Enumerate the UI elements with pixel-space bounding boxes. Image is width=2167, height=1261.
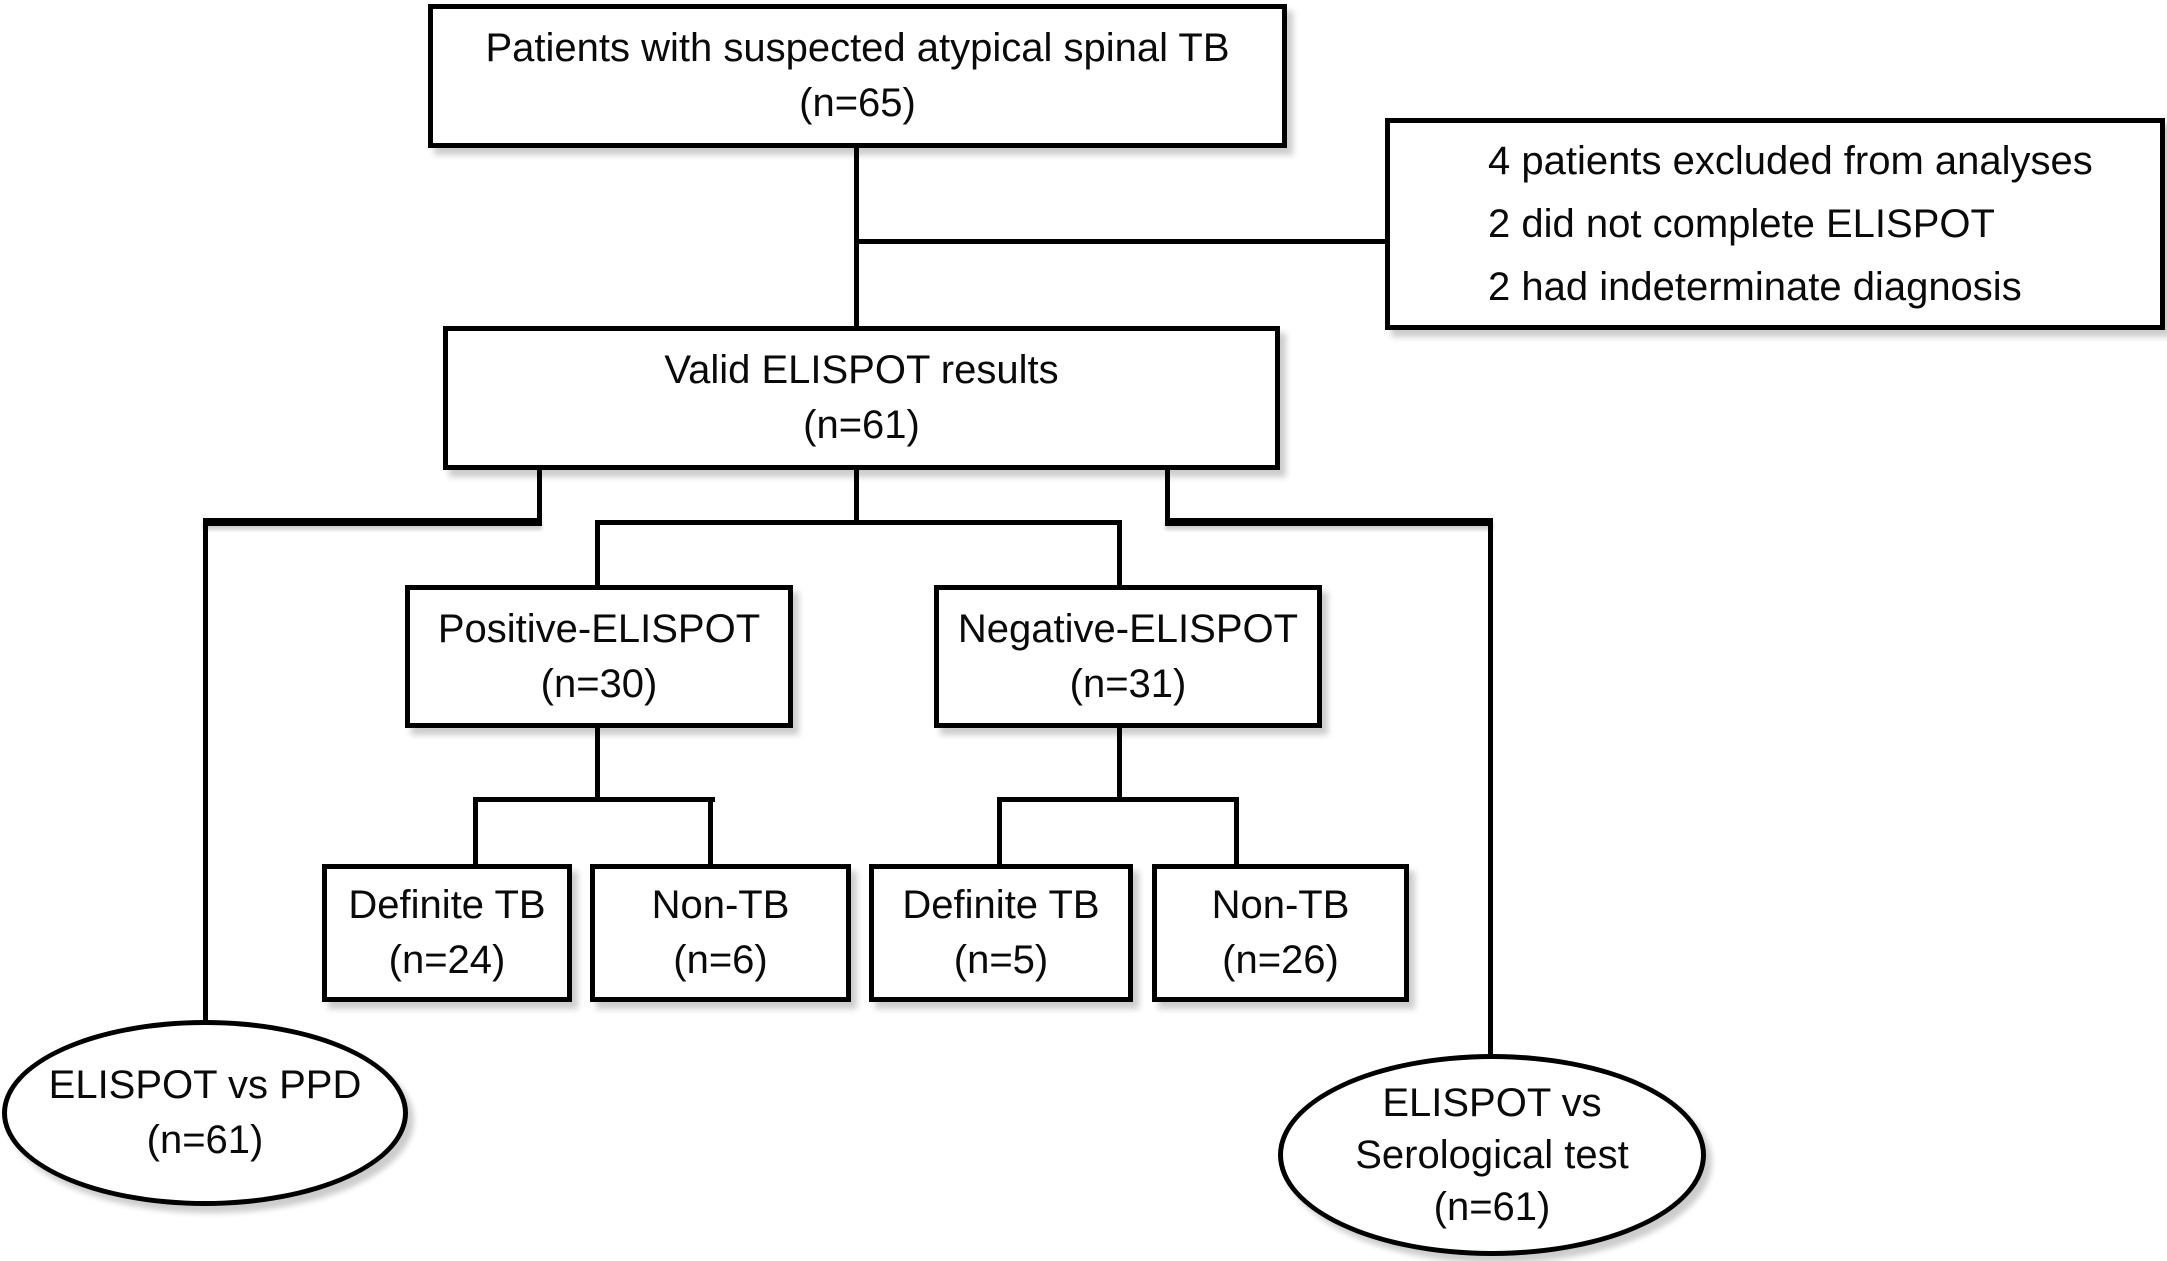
node-text-line: 2 did not complete ELISPOT (1488, 201, 1995, 246)
node-text-line: 4 patients excluded from analyses (1488, 138, 2093, 183)
connector-valid-stub-left (537, 468, 542, 525)
node-text-line: Patients with suspected atypical spinal … (485, 26, 1230, 70)
node-text-line: (n=65) (799, 81, 916, 125)
node-text-line: (n=61) (1433, 1185, 1551, 1229)
node-definite-tb-positive-box: Definite TB (n=24) (322, 864, 572, 1002)
connector-valid-stub-middle (854, 468, 859, 525)
node-non-tb-positive-box: Non-TB (n=6) (590, 864, 851, 1002)
node-text-line: (n=24) (388, 938, 506, 982)
connector-to-serological-ellipse (1488, 518, 1493, 1058)
connector-drop-positive (595, 520, 600, 587)
connector-drop-definite-tb-24 (473, 797, 478, 866)
node-positive-elispot-box: Positive-ELISPOT (n=30) (405, 585, 793, 728)
node-non-tb-negative-box: Non-TB (n=26) (1152, 864, 1409, 1002)
connector-branch-left-horizontal (203, 518, 542, 526)
connector-drop-non-tb-6 (708, 797, 713, 866)
connector-suspected-to-valid (854, 146, 859, 328)
connector-to-excluded-box (854, 239, 1388, 244)
connector-negative-branch-horizontal (997, 797, 1239, 802)
connector-to-ppd-ellipse (203, 518, 208, 1024)
node-text-line: (n=5) (953, 938, 1049, 982)
connector-negative-out (1117, 726, 1122, 800)
node-text-line: Negative-ELISPOT (957, 606, 1299, 651)
node-text-line: Positive-ELISPOT (437, 606, 761, 651)
node-text-line: Definite TB (902, 883, 1100, 927)
node-text-line: (n=30) (540, 661, 658, 706)
node-text-line: (n=6) (673, 938, 768, 982)
node-text-line: (n=61) (146, 1118, 264, 1162)
node-text-line: ELISPOT vs (1382, 1081, 1602, 1125)
connector-branch-middle-horizontal (595, 520, 1122, 525)
node-text-line: Valid ELISPOT results (664, 348, 1059, 392)
node-elispot-vs-serological-ellipse: ELISPOT vs Serological test (n=61) (1278, 1054, 1706, 1256)
connector-valid-stub-right (1165, 468, 1170, 525)
connector-branch-right-horizontal (1165, 518, 1493, 526)
node-text-line: Definite TB (348, 883, 546, 927)
node-suspected-patients-box: Patients with suspected atypical spinal … (428, 4, 1287, 148)
connector-positive-out (595, 726, 600, 800)
connector-drop-definite-tb-5 (997, 797, 1002, 866)
node-elispot-vs-ppd-ellipse: ELISPOT vs PPD (n=61) (2, 1020, 408, 1206)
connector-drop-non-tb-26 (1234, 797, 1239, 866)
node-negative-elispot-box: Negative-ELISPOT (n=31) (934, 585, 1322, 728)
node-excluded-patients-box: 4 patients excluded from analyses 2 did … (1385, 118, 2165, 330)
node-text-line: Serological test (1355, 1133, 1629, 1177)
connector-positive-branch-horizontal (473, 797, 715, 802)
node-text-line: Non-TB (1211, 883, 1350, 927)
node-text-line: (n=31) (1069, 661, 1187, 706)
node-valid-elispot-box: Valid ELISPOT results (n=61) (443, 326, 1280, 470)
node-definite-tb-negative-box: Definite TB (n=5) (869, 864, 1133, 1002)
node-text-line: (n=26) (1222, 938, 1339, 982)
node-text-line: 2 had indeterminate diagnosis (1488, 264, 2022, 309)
node-text-line: (n=61) (803, 403, 920, 447)
connector-drop-negative (1117, 520, 1122, 587)
node-text-line: Non-TB (651, 883, 790, 927)
node-text-line: ELISPOT vs PPD (48, 1063, 362, 1107)
